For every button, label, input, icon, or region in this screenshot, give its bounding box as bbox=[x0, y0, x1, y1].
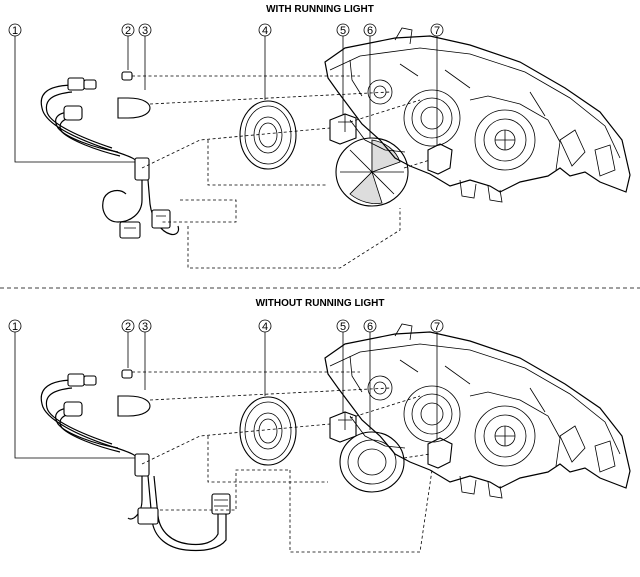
callout-label: 5 bbox=[340, 25, 346, 37]
bulb-socket-icon bbox=[329, 411, 357, 443]
callout-label: 3 bbox=[142, 25, 148, 37]
dust-cover-icon bbox=[239, 100, 297, 170]
callout-1: 1 bbox=[8, 319, 22, 333]
callout-5: 5 bbox=[336, 23, 350, 37]
callout-7: 7 bbox=[430, 319, 444, 333]
callout-4: 4 bbox=[258, 319, 272, 333]
section-title: WITHOUT RUNNING LIGHT bbox=[256, 298, 385, 309]
wiring-harness-icon bbox=[40, 84, 180, 239]
callout-6: 6 bbox=[363, 319, 377, 333]
callout-3: 3 bbox=[138, 23, 152, 37]
callout-label: 2 bbox=[125, 321, 131, 333]
small-bulb-icon bbox=[67, 71, 133, 91]
wiring-harness-icon bbox=[40, 379, 231, 552]
callout-label: 6 bbox=[367, 321, 373, 333]
callout-1: 1 bbox=[8, 23, 22, 37]
bulb-socket-icon bbox=[427, 143, 453, 175]
callout-label: 7 bbox=[434, 321, 440, 333]
callout-5: 5 bbox=[336, 319, 350, 333]
small-bulb-icon bbox=[67, 369, 133, 387]
section-without-running-light: WITHOUT RUNNING LIGHT 1 2 3 4 5 6 7 bbox=[8, 298, 631, 553]
callout-3: 3 bbox=[138, 319, 152, 333]
callout-7: 7 bbox=[430, 23, 444, 37]
callout-label: 7 bbox=[434, 25, 440, 37]
dust-cover-icon bbox=[339, 431, 405, 493]
callout-label: 4 bbox=[262, 25, 268, 37]
section-title: WITH RUNNING LIGHT bbox=[266, 4, 374, 15]
callout-2: 2 bbox=[121, 23, 135, 37]
callout-label: 1 bbox=[12, 321, 18, 333]
callout-label: 4 bbox=[262, 321, 268, 333]
callout-6: 6 bbox=[363, 23, 377, 37]
callout-label: 2 bbox=[125, 25, 131, 37]
wedge-bulb-icon bbox=[63, 395, 151, 417]
section-with-running-light: WITH RUNNING LIGHT 1 2 3 4 5 6 7 bbox=[8, 4, 631, 269]
callout-4: 4 bbox=[258, 23, 272, 37]
wedge-bulb-icon bbox=[63, 97, 151, 121]
callout-label: 3 bbox=[142, 321, 148, 333]
callout-label: 6 bbox=[367, 25, 373, 37]
callout-2: 2 bbox=[121, 319, 135, 333]
bulb-socket-icon bbox=[329, 113, 357, 145]
running-light-unit-icon bbox=[335, 137, 409, 207]
callout-label: 5 bbox=[340, 321, 346, 333]
bulb-socket-icon bbox=[427, 437, 453, 469]
dust-cover-icon bbox=[239, 396, 297, 466]
callout-label: 1 bbox=[12, 25, 18, 37]
